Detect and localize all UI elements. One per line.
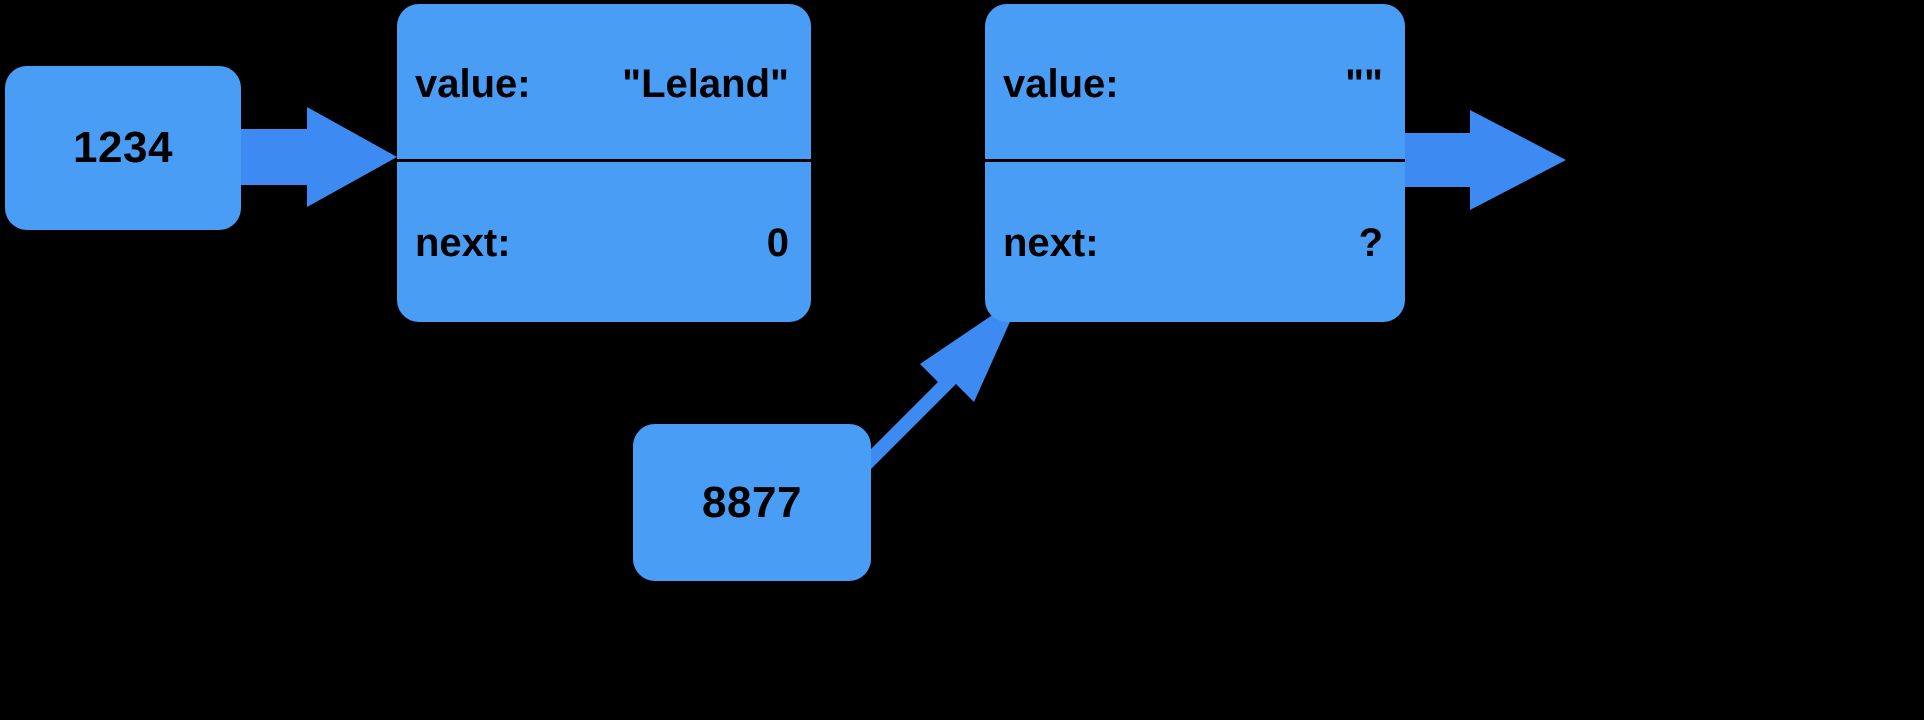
node-1-next-key: next: xyxy=(415,220,511,265)
pointer-box-head[interactable]: 1234 xyxy=(5,66,241,230)
node-box-1[interactable]: value: "Leland" next: 0 xyxy=(397,4,811,322)
node-1-value-value: "Leland" xyxy=(622,61,789,106)
node-2-value-row: value: "" xyxy=(985,4,1405,163)
arrow-head-to-node1 xyxy=(241,107,397,207)
node-1-value-row: value: "Leland" xyxy=(397,4,811,163)
node-2-next-row: next: ? xyxy=(985,163,1405,322)
pointer-label-tail: 8877 xyxy=(702,477,802,527)
pointer-box-tail[interactable]: 8877 xyxy=(633,424,871,581)
node-box-2[interactable]: value: "" next: ? xyxy=(985,4,1405,322)
node-2-value-value: "" xyxy=(1345,61,1383,106)
node-1-next-row: next: 0 xyxy=(397,163,811,322)
node-2-next-key: next: xyxy=(1003,220,1099,265)
node-1-next-value: 0 xyxy=(766,220,789,265)
node-2-divider xyxy=(985,159,1405,162)
node-2-value-key: value: xyxy=(1003,61,1119,106)
node-2-next-value: ? xyxy=(1358,220,1383,265)
pointer-label-head: 1234 xyxy=(73,123,173,172)
node-1-value-key: value: xyxy=(415,61,531,106)
arrow-node2-to-right xyxy=(1405,110,1566,210)
node-1-divider xyxy=(397,159,811,162)
